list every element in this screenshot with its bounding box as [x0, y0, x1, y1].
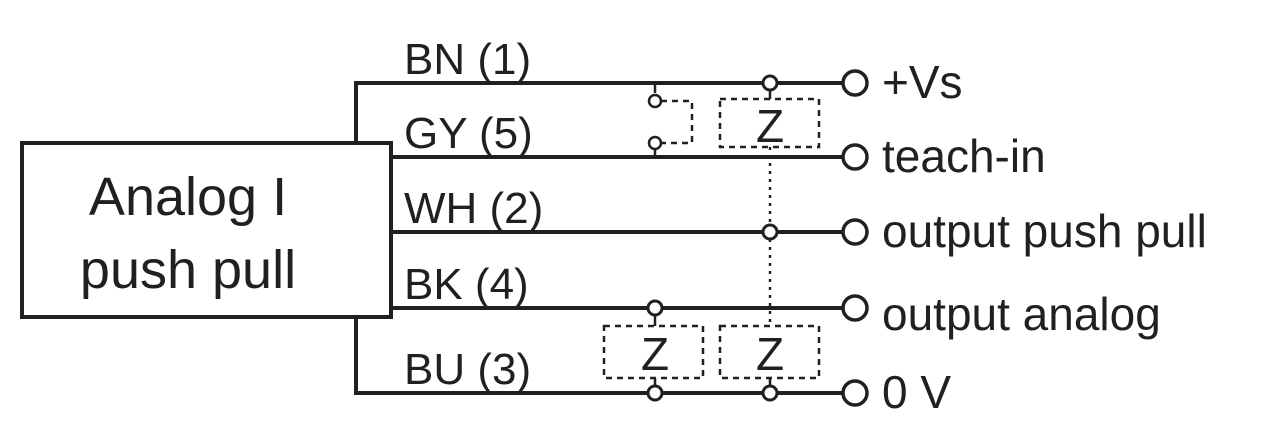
- wire-label-bn: BN (1): [404, 35, 531, 84]
- load-z-top-label: Z: [756, 100, 784, 152]
- terminal-teach-in: [841, 143, 869, 171]
- switch-contact-bottom: [647, 135, 663, 151]
- junction-wh: [761, 223, 779, 241]
- wire-bu: [354, 317, 843, 395]
- terminal-vs: [841, 69, 869, 97]
- wire-label-bk: BK (4): [404, 260, 529, 309]
- teach-in-switch: [647, 83, 694, 157]
- load-z-top-box: [718, 97, 821, 149]
- junction-bu-right: [761, 384, 779, 402]
- load-z-top: Z: [718, 74, 821, 152]
- junction-bu-left: [646, 384, 664, 402]
- terminal-label-0v: 0 V: [882, 366, 951, 418]
- sensor-box-label-line2: push pull: [80, 240, 296, 300]
- terminal-label-output-push-pull: output push pull: [882, 205, 1207, 257]
- load-z-bottom-left: Z: [602, 299, 705, 402]
- wire-bn: [354, 81, 843, 143]
- wire-label-bu: BU (3): [404, 345, 531, 394]
- load-z-bottom-right-label: Z: [756, 328, 784, 380]
- sensor-box-label-line1: Analog I: [89, 167, 287, 227]
- wire-label-wh: WH (2): [404, 184, 543, 233]
- junction-bk: [646, 299, 664, 317]
- load-z-bottom-right: Z: [718, 324, 821, 402]
- terminal-label-output-analog: output analog: [882, 288, 1161, 340]
- terminal-output-analog: [841, 294, 869, 322]
- sensor-box: [20, 141, 393, 319]
- terminal-0v: [841, 379, 869, 407]
- switch-contact-top: [647, 93, 663, 109]
- wires: [354, 81, 843, 395]
- terminal-output-push-pull: [841, 218, 869, 246]
- load-z-bottom-left-box: [602, 324, 705, 380]
- terminal-label-teach-in: teach-in: [882, 130, 1046, 182]
- load-z-bottom-left-label: Z: [641, 328, 669, 380]
- junction-bn: [761, 74, 779, 92]
- wire-label-gy: GY (5): [404, 109, 533, 158]
- terminal-label-vs: +Vs: [882, 56, 963, 108]
- switch-dashed-link: [661, 99, 694, 145]
